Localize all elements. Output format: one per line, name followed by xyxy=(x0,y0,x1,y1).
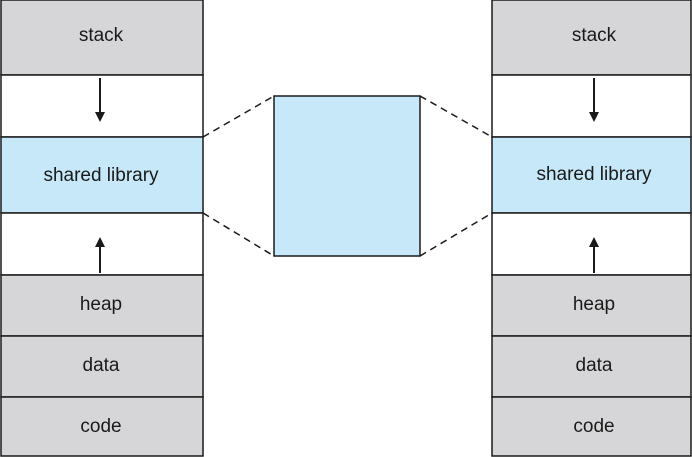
left-code-label: code xyxy=(80,416,121,437)
shared-physical-pages xyxy=(273,95,421,257)
left-gap-up xyxy=(0,212,204,276)
left-stack-region xyxy=(0,0,204,76)
left-heap-label: heap xyxy=(80,294,122,315)
left-gap-down xyxy=(0,74,204,138)
right-gap-down xyxy=(491,74,692,138)
right-shared-library-label: shared library xyxy=(536,164,652,185)
right-code-region xyxy=(491,396,692,457)
right-stack-label: stack xyxy=(572,25,617,46)
left-code-region xyxy=(0,396,204,457)
left-top-mapping-line xyxy=(202,95,275,138)
left-bottom-mapping-line xyxy=(202,212,275,257)
right-data-label: data xyxy=(576,355,613,376)
left-shared-library-region xyxy=(0,136,204,214)
right-stack-region xyxy=(491,0,692,76)
right-data-region xyxy=(491,335,692,398)
right-code-label: code xyxy=(573,416,614,437)
shared-pages xyxy=(202,95,493,257)
right-heap-label: heap xyxy=(573,294,615,315)
left-data-region xyxy=(0,335,204,398)
right-top-mapping-line xyxy=(419,95,493,138)
right-bottom-mapping-line xyxy=(419,212,493,257)
right-shared-library-region xyxy=(491,136,692,214)
left-data-label: data xyxy=(83,355,120,376)
left-stack-label: stack xyxy=(79,25,124,46)
left-address-space: stack shared library heap data code xyxy=(0,0,204,457)
left-heap-region xyxy=(0,274,204,337)
right-address-space: stack shared library heap data code xyxy=(491,0,692,457)
left-shared-library-label: shared library xyxy=(43,165,159,186)
right-gap-up xyxy=(491,212,692,276)
